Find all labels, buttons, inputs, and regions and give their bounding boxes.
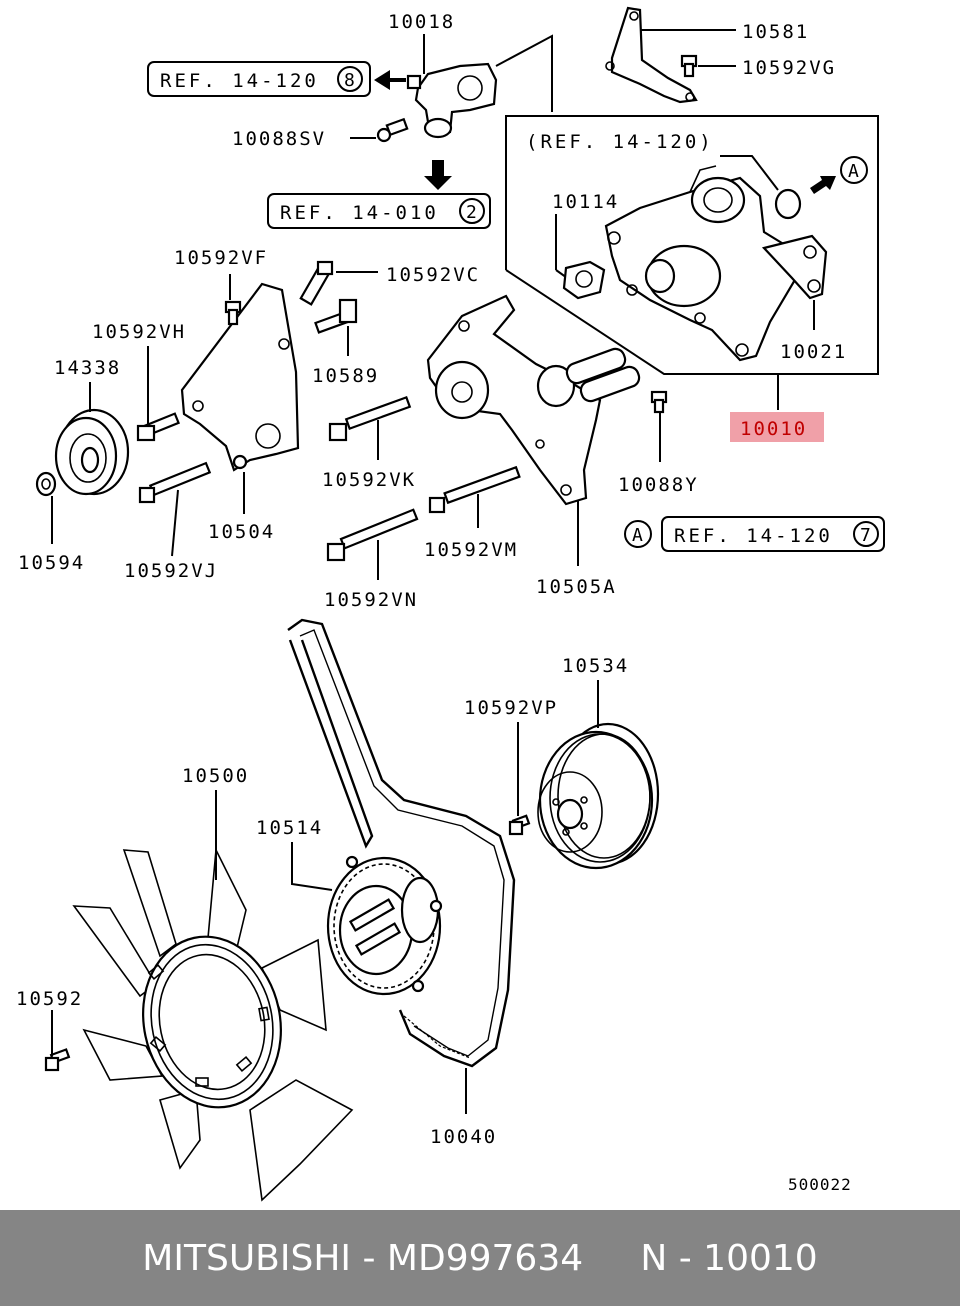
bolt-10592VF bbox=[224, 300, 242, 326]
gasket-10021 bbox=[761, 234, 828, 300]
fan-clutch-10514 bbox=[326, 855, 443, 996]
label-10010: 10010 bbox=[740, 418, 807, 440]
ref-number: 8 bbox=[344, 70, 355, 91]
water-pump-10010 bbox=[604, 165, 798, 362]
bolt-10088SV bbox=[376, 117, 409, 143]
drive-belt-10040 bbox=[287, 618, 516, 1068]
pulley-10534 bbox=[537, 722, 660, 870]
label-10114: 10114 bbox=[552, 191, 619, 213]
label-10592VM: 10592VM bbox=[424, 539, 518, 561]
ref-box-14-120-8[interactable]: REF. 14-120 8 bbox=[147, 61, 371, 97]
bolt-10592VM bbox=[428, 465, 521, 514]
parts-diagram: 10018 REF. 14-120 8 10088SV REF. 14-010 … bbox=[16, 6, 885, 1202]
label-10581: 10581 bbox=[742, 21, 809, 43]
footer-ref-number: 10010 bbox=[703, 1237, 818, 1279]
bolt-10592 bbox=[44, 1048, 71, 1072]
bolt-10592VN bbox=[326, 508, 419, 562]
svg-text:A: A bbox=[848, 161, 859, 182]
marker-a-top: A bbox=[840, 156, 868, 184]
bolt-10592VG bbox=[680, 54, 698, 78]
ref-text: REF. 14-120 bbox=[160, 70, 319, 92]
ref-box-14-120-7[interactable]: REF. 14-120 7 bbox=[661, 516, 885, 552]
footer-gap bbox=[583, 1238, 640, 1279]
label-10088Y: 10088Y bbox=[618, 474, 699, 496]
ref-text: REF. 14-010 bbox=[280, 202, 439, 224]
bolt-10592VP bbox=[508, 814, 531, 836]
arrow-right-icon bbox=[810, 176, 836, 194]
footer-part-number: MD997634 bbox=[386, 1237, 584, 1279]
label-10592VH: 10592VH bbox=[92, 321, 186, 343]
cooling-fan-10500 bbox=[72, 847, 354, 1202]
svg-text:A: A bbox=[632, 525, 643, 546]
label-10021: 10021 bbox=[780, 341, 847, 363]
bolt-10592VJ bbox=[138, 461, 212, 504]
label-10592VF: 10592VF bbox=[174, 247, 268, 269]
label-10592VG: 10592VG bbox=[742, 57, 836, 79]
footer-bar: MITSUBISHI - MD997634 N - 10010 bbox=[0, 1210, 960, 1306]
label-10592VK: 10592VK bbox=[322, 469, 416, 491]
label-10592VN: 10592VN bbox=[324, 589, 418, 611]
label-10592VC: 10592VC bbox=[386, 264, 480, 286]
arrow-left-icon bbox=[374, 70, 406, 90]
label-10514: 10514 bbox=[256, 817, 323, 839]
o-ring bbox=[774, 188, 802, 220]
ref-number: 7 bbox=[860, 525, 871, 546]
footer-brand: MITSUBISHI bbox=[142, 1237, 352, 1279]
label-10040: 10040 bbox=[430, 1126, 497, 1148]
ref-note-14-120: (REF. 14-120) bbox=[526, 131, 714, 153]
label-10592VJ: 10592VJ bbox=[124, 560, 218, 582]
idler-pulley-14338 bbox=[54, 408, 130, 496]
bracket-10505A bbox=[426, 294, 641, 506]
bolt-10592VC bbox=[299, 260, 334, 306]
label-10592: 10592 bbox=[16, 988, 83, 1010]
arrow-down-icon bbox=[424, 160, 452, 190]
label-10505A: 10505A bbox=[536, 576, 617, 598]
footer-separator: - bbox=[351, 1237, 387, 1279]
nut-10594 bbox=[35, 471, 57, 497]
footer-ref-prefix: N - bbox=[640, 1237, 704, 1279]
bracket-10581 bbox=[605, 6, 698, 104]
bolt-10592VK bbox=[328, 395, 412, 442]
bracket-10504 bbox=[180, 282, 300, 472]
label-10589: 10589 bbox=[312, 365, 379, 387]
label-10018: 10018 bbox=[388, 11, 455, 33]
label-14338: 14338 bbox=[54, 357, 121, 379]
label-10534: 10534 bbox=[562, 655, 629, 677]
marker-a-bottom: A bbox=[624, 520, 652, 548]
diagram-code: 500022 bbox=[788, 1175, 852, 1194]
ref-text: REF. 14-120 bbox=[674, 525, 833, 547]
ref-box-14-010-2[interactable]: REF. 14-010 2 bbox=[267, 193, 491, 229]
bolt-10088Y bbox=[650, 390, 668, 414]
bolt-10592VH bbox=[136, 412, 180, 442]
label-10594: 10594 bbox=[18, 552, 85, 574]
bolt-10589 bbox=[314, 298, 358, 334]
gasket-10114 bbox=[562, 260, 606, 300]
label-10592VP: 10592VP bbox=[464, 697, 558, 719]
label-10500: 10500 bbox=[182, 765, 249, 787]
label-10504: 10504 bbox=[208, 521, 275, 543]
ref-number: 2 bbox=[466, 202, 477, 223]
water-outlet-fitting bbox=[406, 62, 498, 139]
highlight-10010 bbox=[730, 412, 824, 442]
label-10088SV: 10088SV bbox=[232, 128, 326, 150]
